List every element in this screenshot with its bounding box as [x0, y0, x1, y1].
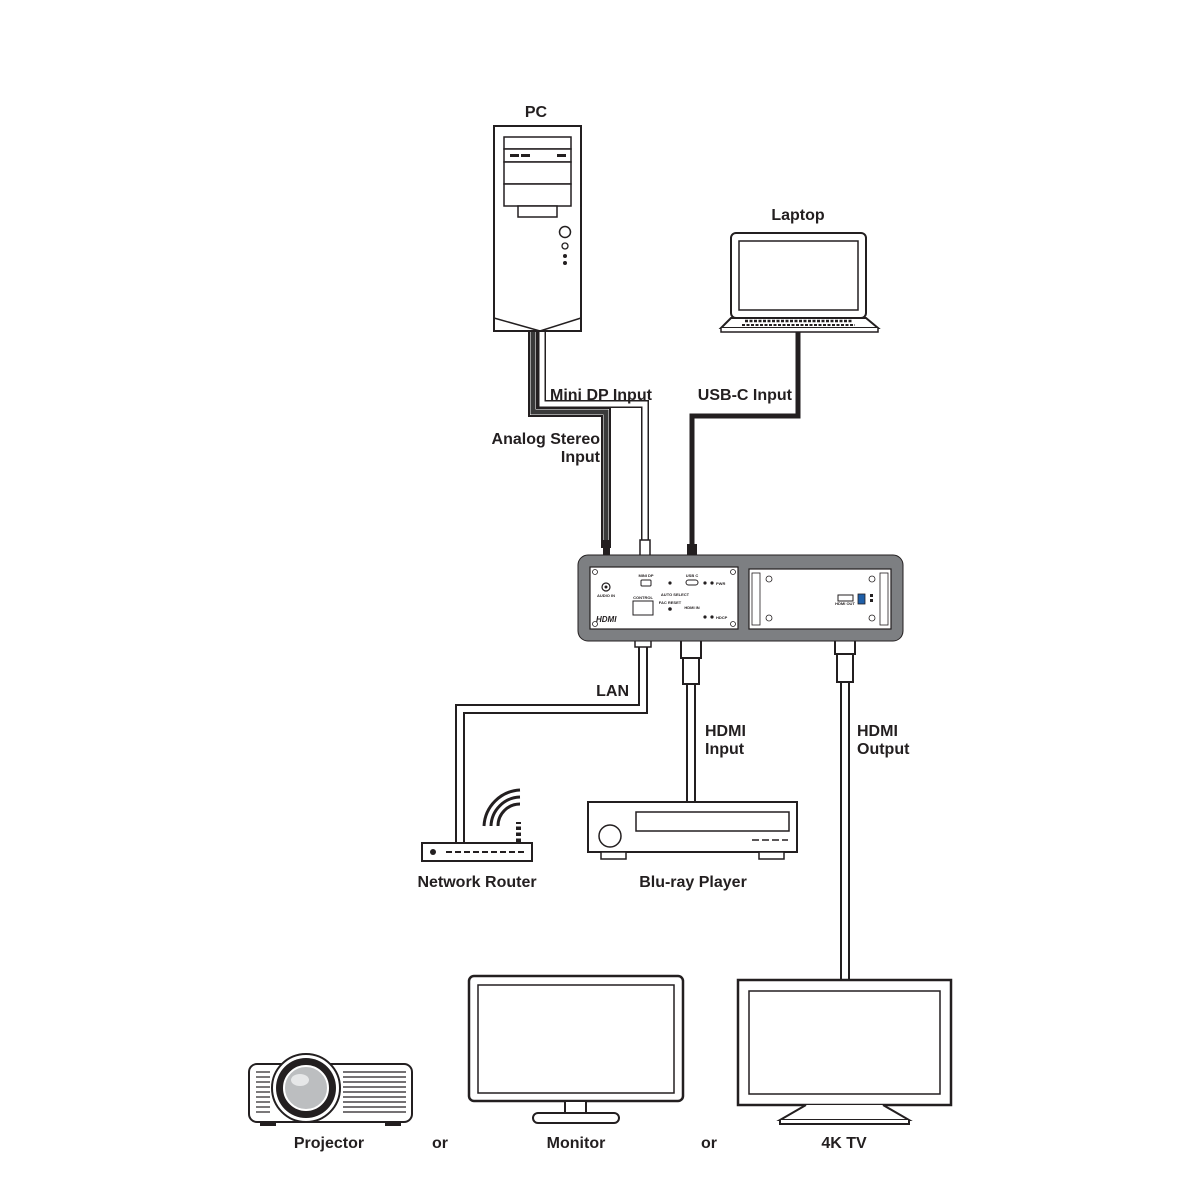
laptop-icon [718, 232, 881, 333]
hdcp-led [703, 615, 707, 619]
laptop-label: Laptop [771, 207, 825, 224]
analog-stereo-input-label: Analog Stereo [492, 431, 601, 448]
hdmi-logo: HDMI [596, 615, 617, 624]
hdmi-output-label: HDMI [857, 723, 898, 740]
network-router-label: Network Router [417, 874, 536, 891]
fac-reset-button [668, 607, 672, 611]
cable-usb-c [689, 331, 801, 550]
cable-mini-dp [538, 332, 649, 548]
fac-reset-label: FAC RESET [659, 600, 682, 605]
router-icon [421, 788, 533, 862]
or-separator-1: or [432, 1135, 448, 1152]
analog-stereo-input-label-line2: Input [561, 449, 601, 466]
monitor-icon [467, 974, 685, 1124]
input-panel: AUDIO IN MINI DP CONTROL AUTO SELECT FAC… [589, 566, 739, 630]
hdcp-led-label: HDCP [716, 615, 728, 620]
dip-switch [857, 593, 866, 605]
lan-label: LAN [596, 683, 629, 700]
pc-tower-icon [493, 125, 582, 332]
cable-analog-audio [528, 332, 611, 548]
power-led [703, 581, 707, 585]
tv-icon [736, 978, 953, 1125]
audio-in-port-label: AUDIO IN [597, 593, 615, 598]
pc-label: PC [525, 104, 548, 121]
cable-lan [455, 645, 648, 842]
control-port-label: CONTROL [633, 595, 653, 600]
monitor-label: Monitor [547, 1135, 606, 1152]
projector-label: Projector [294, 1135, 364, 1152]
usb-c-input-label: USB-C Input [698, 387, 793, 404]
auto-select-label: AUTO SELECT [661, 592, 690, 597]
switcher-device: AUDIO IN MINI DP CONTROL AUTO SELECT FAC… [577, 554, 904, 642]
or-separator-2: or [701, 1135, 717, 1152]
tv-label: 4K TV [821, 1135, 867, 1152]
hdmi-output-label-line2: Output [857, 741, 910, 758]
usb-c-port-label: USB C [686, 573, 699, 578]
bluray-player-icon [587, 801, 798, 860]
hdmi-in-port-label: HDMI IN [684, 605, 699, 610]
mini-dp-input-label: Mini DP Input [550, 387, 653, 404]
output-panel: HDMI OUT [748, 568, 892, 630]
mini-dp-port [640, 579, 652, 587]
hdmi-input-label-line2: Input [705, 741, 745, 758]
projector-icon [248, 1053, 413, 1126]
control-port [632, 600, 654, 616]
auto-select-led [668, 581, 672, 585]
power-led-label: PWR [716, 581, 725, 586]
hdmi-input-label: HDMI [705, 723, 746, 740]
mini-dp-port-label: MINI DP [638, 573, 653, 578]
hdmi-out-port [837, 594, 854, 602]
bluray-player-label: Blu-ray Player [639, 874, 747, 891]
usb-c-port [685, 579, 699, 586]
hdmi-out-port-label: HDMI OUT [835, 601, 855, 606]
